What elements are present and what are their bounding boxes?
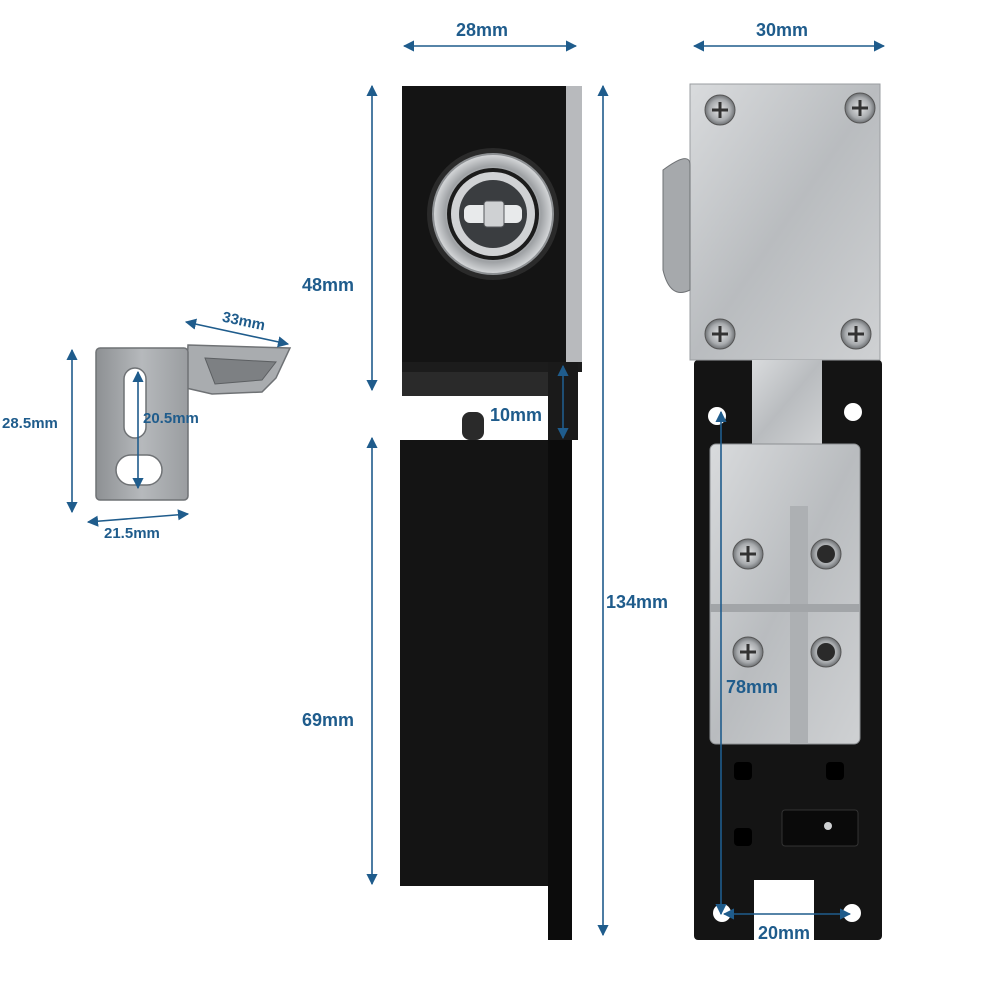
mounting-plate — [662, 83, 882, 940]
latch-bolt — [462, 412, 484, 440]
dim-bracket-slot-height: 20.5mm — [143, 410, 199, 427]
mounting-hole-top-right — [844, 403, 862, 421]
mounting-hole-top-left — [708, 407, 726, 425]
dim-plate-vertical-spacing: 78mm — [726, 677, 779, 697]
dim-plate-horizontal-spacing: 20mm — [758, 923, 811, 943]
plate-middle-cover — [709, 443, 861, 745]
mounting-hole-bottom-right — [843, 904, 861, 922]
dim-lock-gap: 10mm — [490, 405, 543, 425]
bracket-slot — [123, 367, 147, 439]
bracket-hole — [115, 454, 163, 486]
lock-body — [400, 86, 582, 940]
dim-bracket-width: 21.5mm — [104, 525, 160, 542]
plate-top-cover — [689, 83, 881, 361]
key-cylinder — [427, 148, 559, 280]
mounting-hole-bottom-left — [713, 904, 731, 922]
dim-lock-upper-height: 48mm — [302, 275, 355, 295]
dim-total-height: 134mm — [606, 592, 669, 612]
dim-lock-width: 28mm — [456, 20, 509, 40]
screw-icon — [704, 92, 876, 668]
dimension-lines — [66, 40, 886, 937]
lock-lower-block — [400, 440, 572, 886]
dim-bracket-height: 28.5mm — [2, 415, 58, 432]
dim-lock-lower-height: 69mm — [302, 710, 355, 730]
dim-plate-width: 30mm — [756, 20, 809, 40]
